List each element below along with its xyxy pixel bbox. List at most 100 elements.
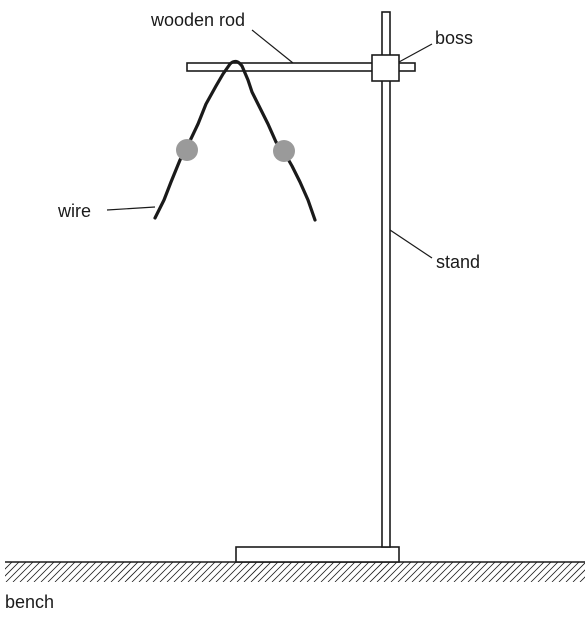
- bench-label: bench: [5, 592, 54, 612]
- hatch-line: [110, 562, 132, 582]
- hatch-line: [306, 562, 328, 582]
- hatch-line: [453, 562, 475, 582]
- hatch-line: [369, 562, 391, 582]
- hatch-line: [362, 562, 384, 582]
- hatch-line: [488, 562, 510, 582]
- hatch-line: [383, 562, 405, 582]
- hatch-line: [68, 562, 90, 582]
- hatch-line: [418, 562, 440, 582]
- hatch-line: [159, 562, 181, 582]
- hatch-line: [89, 562, 111, 582]
- hatch-line: [61, 562, 83, 582]
- hatch-line: [565, 562, 585, 582]
- hatch-line: [439, 562, 461, 582]
- stand-leader: [389, 229, 433, 259]
- hatch-line: [481, 562, 503, 582]
- hatch-line: [516, 562, 538, 582]
- hatch-line: [201, 562, 223, 582]
- hatch-line: [40, 562, 62, 582]
- hatch-line: [166, 562, 188, 582]
- stand-base: [235, 546, 400, 563]
- hatch-line: [411, 562, 433, 582]
- boss-label: boss: [435, 28, 473, 48]
- hatch-line: [467, 562, 489, 582]
- hatch-line: [124, 562, 146, 582]
- hatch-line: [145, 562, 167, 582]
- wooden-rod-leader: [251, 29, 294, 64]
- hatch-line: [229, 562, 251, 582]
- hatch-line: [313, 562, 335, 582]
- hatch-line: [495, 562, 517, 582]
- hatch-line: [138, 562, 160, 582]
- hatch-line: [348, 562, 370, 582]
- hatch-line: [250, 562, 272, 582]
- hatch-line: [5, 562, 20, 577]
- hatch-line: [103, 562, 125, 582]
- hatch-line: [551, 562, 573, 582]
- hatch-line: [292, 562, 314, 582]
- hatch-line: [194, 562, 216, 582]
- hatch-line: [278, 562, 300, 582]
- hatch-line: [208, 562, 230, 582]
- hatch-line: [390, 562, 412, 582]
- hatch-line: [47, 562, 69, 582]
- hatch-line: [530, 562, 552, 582]
- hatch-line: [5, 562, 27, 582]
- hatch-line: [5, 562, 6, 563]
- hatch-line: [82, 562, 104, 582]
- hatch-line: [131, 562, 153, 582]
- hatch-line: [425, 562, 447, 582]
- hatch-line: [558, 562, 580, 582]
- hatch-line: [180, 562, 202, 582]
- hatch-line: [341, 562, 363, 582]
- hatch-line: [33, 562, 55, 582]
- hatch-line: [355, 562, 377, 582]
- hatch-line: [12, 562, 34, 582]
- hatch-line: [509, 562, 531, 582]
- boss-leader: [398, 43, 433, 63]
- hatch-line: [19, 562, 41, 582]
- hatch-line: [257, 562, 279, 582]
- hatch-line: [544, 562, 566, 582]
- hatch-line: [334, 562, 356, 582]
- wire: [153, 59, 317, 222]
- wire-label: wire: [57, 201, 91, 221]
- wire-leader: [106, 206, 156, 211]
- hatch-line: [222, 562, 244, 582]
- hatch-line: [502, 562, 524, 582]
- hatch-line: [264, 562, 286, 582]
- hatch-line: [96, 562, 118, 582]
- hatch-line: [432, 562, 454, 582]
- hatch-line: [152, 562, 174, 582]
- hatch-line: [320, 562, 342, 582]
- hatch-line: [5, 562, 13, 570]
- hatch-line: [187, 562, 209, 582]
- bench-hatching: [5, 562, 585, 582]
- hatch-line: [117, 562, 139, 582]
- hatch-line: [404, 562, 426, 582]
- hatch-line: [271, 562, 293, 582]
- hatch-line: [376, 562, 398, 582]
- hatch-line: [460, 562, 482, 582]
- hatch-line: [26, 562, 48, 582]
- hatch-line: [397, 562, 419, 582]
- hatch-line: [75, 562, 97, 582]
- hatch-line: [474, 562, 496, 582]
- hatch-line: [579, 576, 585, 582]
- hatch-line: [236, 562, 258, 582]
- hatch-line: [54, 562, 76, 582]
- hatch-line: [173, 562, 195, 582]
- wooden-rod: [186, 62, 416, 72]
- hatch-line: [215, 562, 237, 582]
- hatch-line: [446, 562, 468, 582]
- hatch-line: [243, 562, 265, 582]
- hatch-line: [572, 569, 585, 582]
- wooden-rod-label: wooden rod: [150, 10, 245, 30]
- left-bead: [176, 139, 198, 161]
- stand-rod: [381, 11, 391, 548]
- right-bead: [273, 140, 295, 162]
- stand-label: stand: [436, 252, 480, 272]
- hatch-line: [285, 562, 307, 582]
